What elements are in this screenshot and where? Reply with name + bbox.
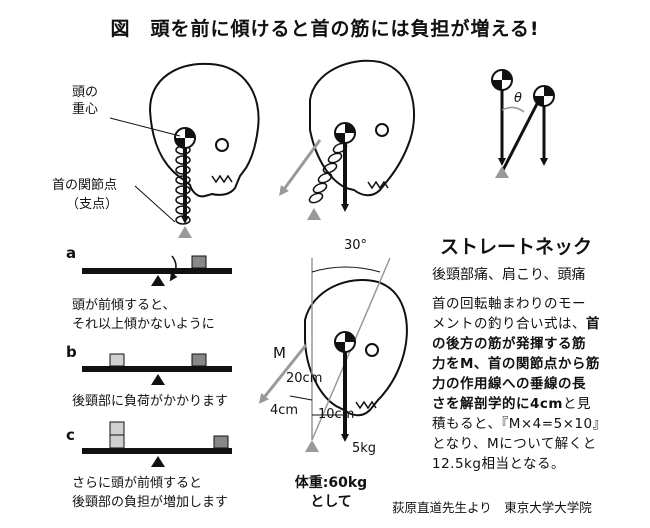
leader-line-joint: [134, 185, 176, 223]
step-b-text: 後頸部に負荷がかかります: [72, 394, 229, 409]
lever-c: [82, 421, 232, 467]
neck-spring-tilted: [308, 142, 348, 204]
fulcrum-triangle-tilted: [307, 208, 321, 220]
pendulum-diagram: [491, 69, 555, 178]
center-of-gravity-marker-moment: [334, 331, 356, 353]
dist-4cm-label: 4cm: [270, 403, 299, 418]
moment-arm-4cm: [289, 395, 313, 401]
step-c-letter: c: [66, 426, 75, 444]
fulcrum-label: （支点）: [66, 197, 119, 212]
weight-5kg-label: 5kg: [352, 441, 377, 456]
skull-upright: [148, 62, 260, 198]
lever-b: [82, 353, 232, 385]
step-a-text: 頭が前傾すると、 それ以上傾かないように: [72, 298, 215, 332]
fulcrum-triangle: [178, 226, 192, 238]
straight-neck-subheading: 後頸部痛、肩こり、頭痛: [432, 267, 586, 283]
dist-10cm-label: 10cm: [318, 407, 355, 422]
muscle-force-M-arrow: [258, 344, 308, 404]
step-b-letter: b: [66, 343, 77, 361]
center-of-gravity-marker-tilted: [334, 122, 356, 144]
skull-tilted: [309, 59, 416, 197]
lever-a: [82, 255, 232, 286]
fulcrum-triangle-moment: [305, 440, 319, 452]
angle-arc-30: [311, 266, 381, 273]
center-of-gravity-marker: [174, 127, 196, 149]
step-a-letter: a: [66, 244, 77, 262]
figure-title: 図 頭を前に傾けると首の筋には負担が増える!: [110, 18, 540, 40]
head-cog-label: 頭の 重心: [72, 85, 99, 117]
step-c-text: さらに頭が前傾すると 後頸部の負担が増加します: [72, 476, 229, 510]
angle-30-label: 30°: [344, 238, 368, 253]
theta-label: θ: [514, 91, 522, 106]
leader-line-cog: [109, 117, 181, 137]
skull-moment: [304, 278, 408, 417]
body-weight-note: 体重:60kg として: [294, 475, 368, 510]
neck-joint-label: 首の関節点: [52, 178, 118, 193]
dist-20cm-label: 20cm: [286, 371, 323, 386]
muscle-force-arrow-tilted: [279, 139, 322, 197]
credit-line: 荻原直道先生より 東京大学大学院: [392, 500, 592, 515]
m-label: M: [273, 344, 286, 362]
explanation-paragraph: 首の回転軸まわりのモー メントの釣り合い式は、首 の後方の筋が発揮する筋 力をM…: [432, 296, 607, 472]
straight-neck-heading: ストレートネック: [440, 236, 593, 258]
